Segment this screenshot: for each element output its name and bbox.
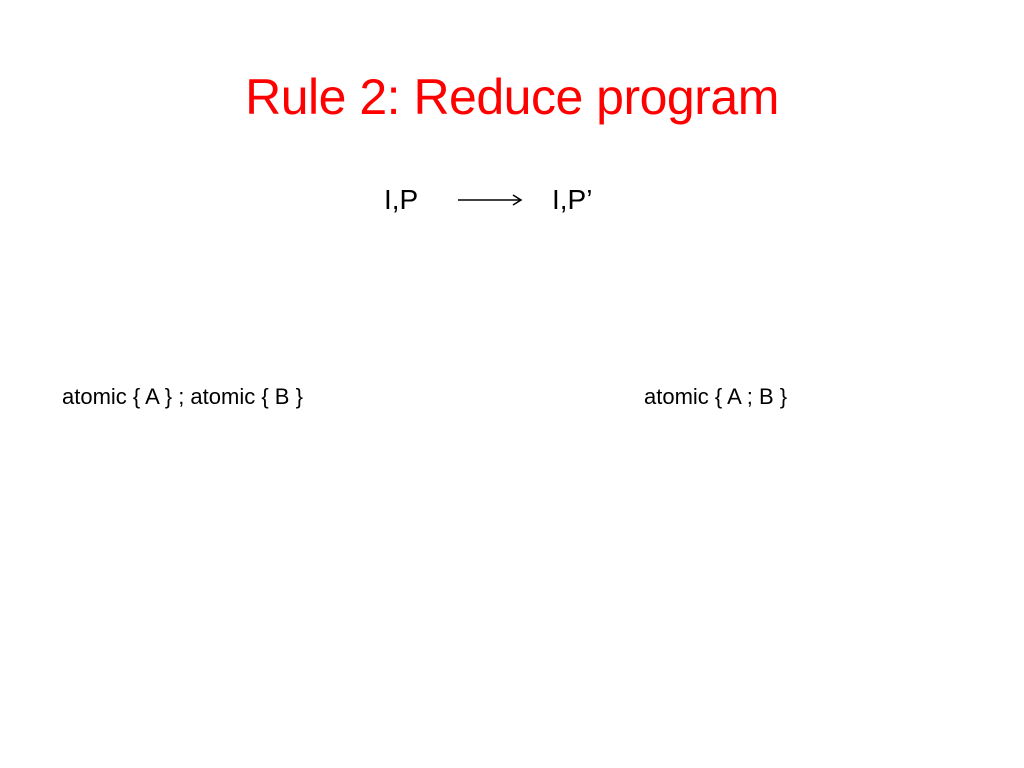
- transformation-from: I,P: [384, 184, 419, 215]
- slide-title: Rule 2: Reduce program: [245, 69, 779, 125]
- long-right-arrow-icon: [458, 194, 523, 206]
- after-code: atomic { A ; B }: [644, 384, 788, 409]
- transformation-to: I,P’: [552, 184, 593, 215]
- before-code: atomic { A } ; atomic { B }: [62, 384, 303, 409]
